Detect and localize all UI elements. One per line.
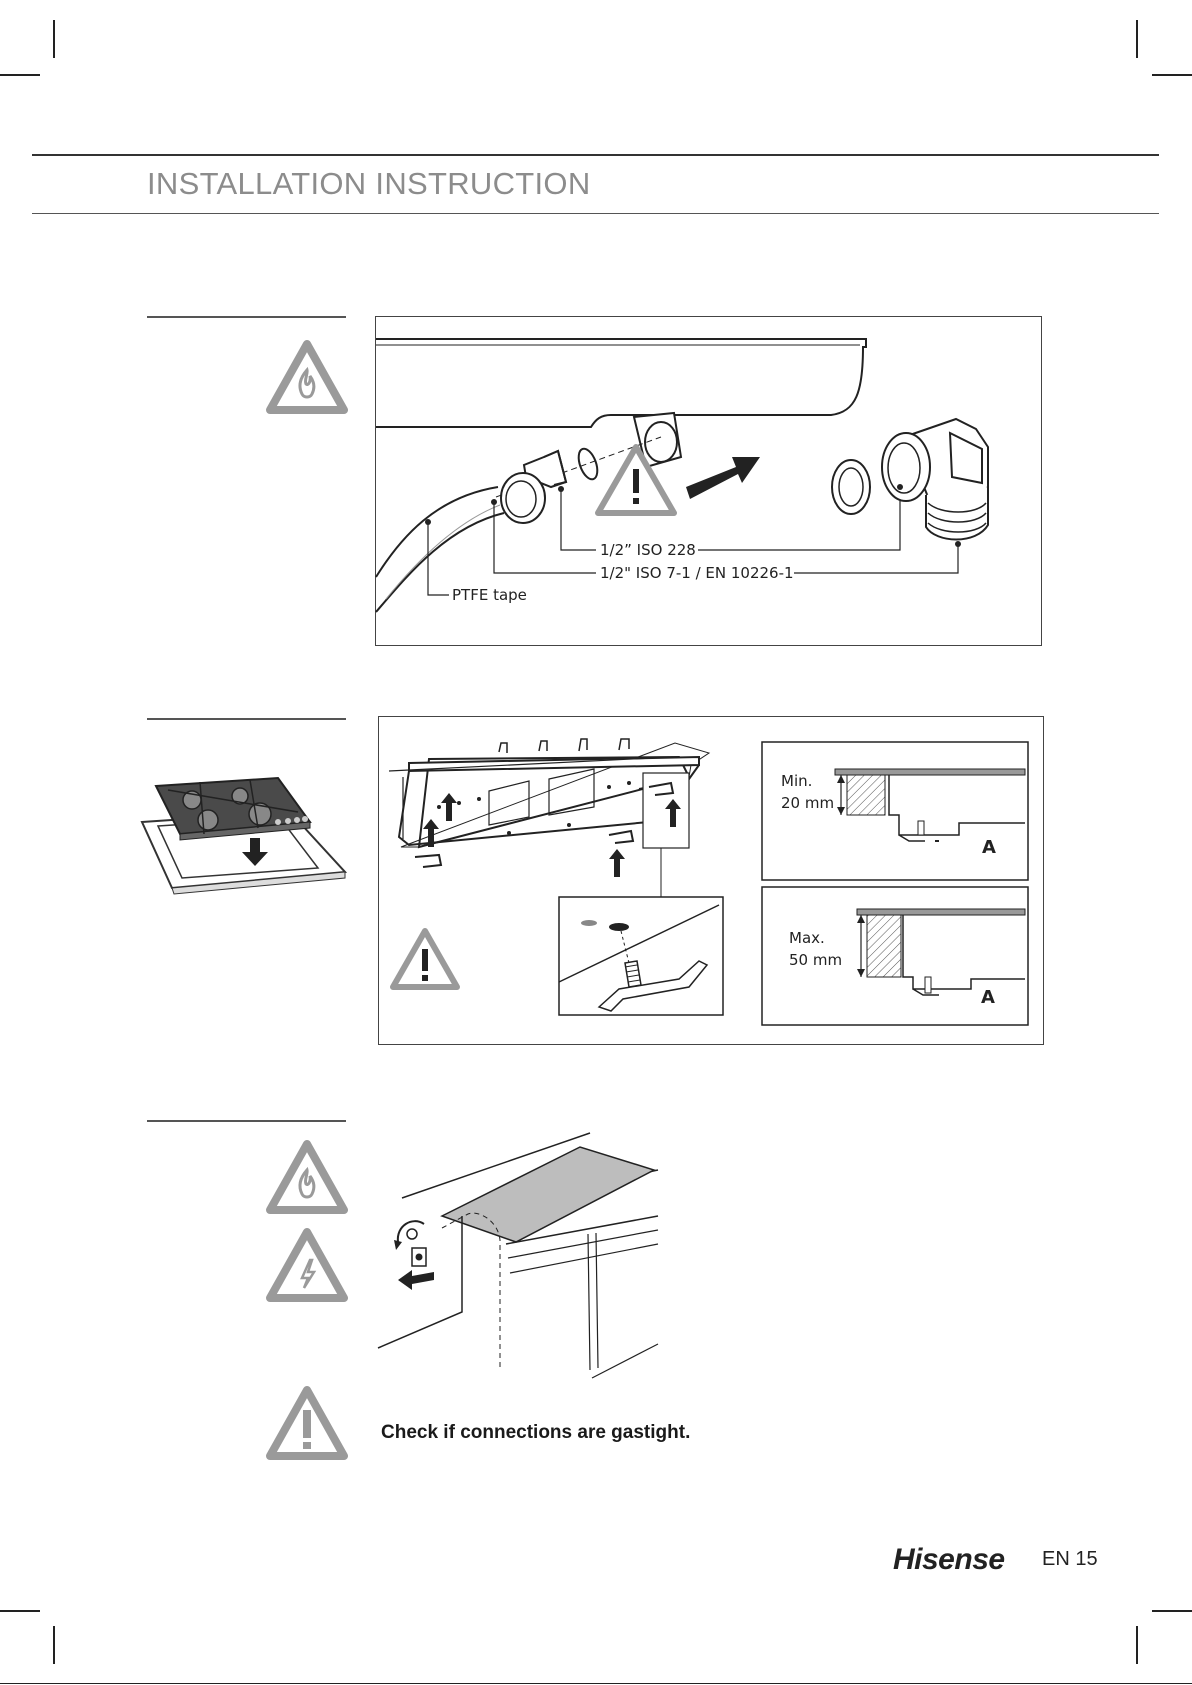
section2-rule: [147, 718, 346, 720]
label-iso-7-1: 1/2" ISO 7-1 / EN 10226-1: [600, 564, 794, 582]
min-label: Min.: [781, 772, 812, 790]
section1-rule: [147, 316, 346, 318]
exclamation-warning-icon: [266, 1386, 348, 1460]
gas-connection-drawing: 1/2” ISO 228 1/2" ISO 7-1 / EN 10226-1 P…: [376, 317, 1043, 647]
fixing-brackets-drawing: Min. 20 mm A Max. 50 mm A: [379, 717, 1045, 1046]
section3-rule: [147, 1120, 346, 1122]
crop-mark: [1152, 1610, 1192, 1612]
part-a-label-bottom: A: [981, 987, 995, 1008]
crop-mark: [1136, 20, 1138, 58]
page-title: INSTALLATION INSTRUCTION: [147, 166, 591, 202]
label-iso-228: 1/2” ISO 228: [600, 541, 696, 559]
bottom-edge-line: [0, 1683, 1192, 1684]
flame-warning-icon: [266, 1140, 348, 1214]
part-a-label-top: A: [982, 837, 996, 858]
electric-warning-icon: [266, 1228, 348, 1302]
label-ptfe-tape: PTFE tape: [452, 586, 527, 604]
arrow-icon: [686, 457, 760, 499]
max-label: Max.: [789, 929, 825, 947]
figure-fixing-brackets: Min. 20 mm A Max. 50 mm A: [378, 716, 1044, 1045]
brand-logo: Hisense: [893, 1543, 1005, 1577]
crop-mark: [53, 20, 55, 58]
crop-mark: [0, 1610, 40, 1612]
header-top-rule: [32, 154, 1159, 156]
hob-into-worktop-drawing: [140, 760, 350, 895]
flame-warning-icon: [266, 340, 348, 414]
crop-mark: [53, 1626, 55, 1664]
figure-gas-connection: 1/2” ISO 228 1/2" ISO 7-1 / EN 10226-1 P…: [375, 316, 1042, 646]
cabinet-connection-drawing: [378, 1130, 668, 1385]
header-bottom-rule: [32, 213, 1159, 214]
min-value: 20 mm: [781, 794, 834, 812]
crop-mark: [0, 74, 40, 76]
crop-mark: [1136, 1626, 1138, 1664]
exclamation-warning-icon: [393, 931, 457, 987]
crop-mark: [1152, 74, 1192, 76]
gastight-note: Check if connections are gastight.: [381, 1422, 690, 1444]
max-value: 50 mm: [789, 951, 842, 969]
page-number: EN 15: [1042, 1548, 1098, 1571]
